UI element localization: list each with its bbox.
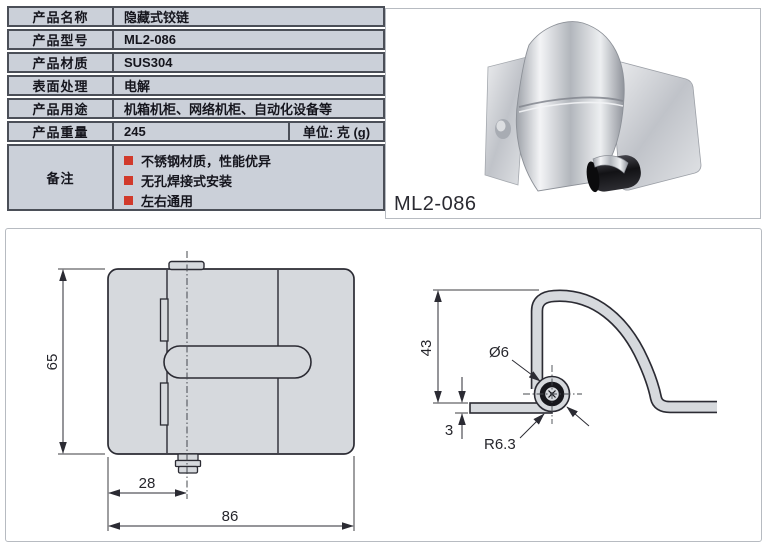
front-view-drawing: 65 28 86 bbox=[44, 251, 355, 531]
row-label: 表面处理 bbox=[9, 77, 114, 94]
dim-height-label: 65 bbox=[44, 354, 61, 371]
dim-width-label: 86 bbox=[222, 508, 239, 525]
dim-pin-diameter-label: Ø6 bbox=[489, 344, 509, 361]
dim-height-label: 43 bbox=[418, 340, 435, 357]
dim-thickness-label: 3 bbox=[445, 422, 453, 439]
table-row: 产品用途 机箱机柜、网络机柜、自动化设备等 bbox=[7, 98, 385, 119]
product-photo-image bbox=[484, 21, 702, 193]
drawing-panel: 65 28 86 bbox=[5, 228, 762, 542]
row-value: 电解 bbox=[124, 79, 151, 94]
remark-text: 不锈钢材质，性能优异 bbox=[141, 154, 272, 169]
red-square-bullet-icon bbox=[124, 176, 133, 185]
table-row-remarks: 备注 不锈钢材质，性能优异 无孔焊接式安装 左右通用 bbox=[7, 144, 385, 211]
row-label: 产品材质 bbox=[9, 54, 114, 71]
table-row-weight: 产品重量 245 单位: 克 (g) bbox=[7, 121, 385, 142]
remark-item: 不锈钢材质，性能优异 bbox=[124, 154, 383, 169]
remark-text: 左右通用 bbox=[141, 194, 194, 209]
table-row: 产品名称 隐藏式铰链 bbox=[7, 6, 385, 27]
row-label: 产品重量 bbox=[9, 123, 114, 140]
row-value: SUS304 bbox=[124, 55, 173, 70]
remark-item: 左右通用 bbox=[124, 194, 383, 209]
row-label: 产品用途 bbox=[9, 100, 114, 117]
product-photo-panel: ML2-086 bbox=[385, 8, 761, 219]
weight-unit-cell: 单位: 克 (g) bbox=[288, 123, 383, 140]
dim-pin-offset-label: 28 bbox=[139, 475, 156, 492]
row-value: 机箱机柜、网络机柜、自动化设备等 bbox=[124, 102, 333, 117]
red-square-bullet-icon bbox=[124, 196, 133, 205]
dim-radius-label: R6.3 bbox=[484, 436, 516, 453]
table-row: 表面处理 电解 bbox=[7, 75, 385, 96]
row-label: 产品名称 bbox=[9, 8, 114, 25]
technical-drawings: 65 28 86 bbox=[44, 251, 717, 531]
row-value: ML2-086 bbox=[124, 32, 177, 47]
row-value: 隐藏式铰链 bbox=[124, 10, 190, 25]
spec-table: 产品名称 隐藏式铰链 产品型号 ML2-086 产品材质 SUS304 表面处理… bbox=[7, 6, 385, 213]
photo-caption: ML2-086 bbox=[394, 193, 477, 215]
table-row: 产品型号 ML2-086 bbox=[7, 29, 385, 50]
row-label: 产品型号 bbox=[9, 31, 114, 48]
row-value: 245 bbox=[124, 124, 146, 139]
row-label: 备注 bbox=[9, 146, 114, 209]
red-square-bullet-icon bbox=[124, 156, 133, 165]
side-view-drawing: 43 3 Ø6 R6.3 bbox=[418, 289, 717, 453]
table-row: 产品材质 SUS304 bbox=[7, 52, 385, 73]
remark-item: 无孔焊接式安装 bbox=[124, 174, 383, 189]
remark-text: 无孔焊接式安装 bbox=[141, 174, 233, 189]
remark-list: 不锈钢材质，性能优异 无孔焊接式安装 左右通用 bbox=[114, 146, 383, 209]
